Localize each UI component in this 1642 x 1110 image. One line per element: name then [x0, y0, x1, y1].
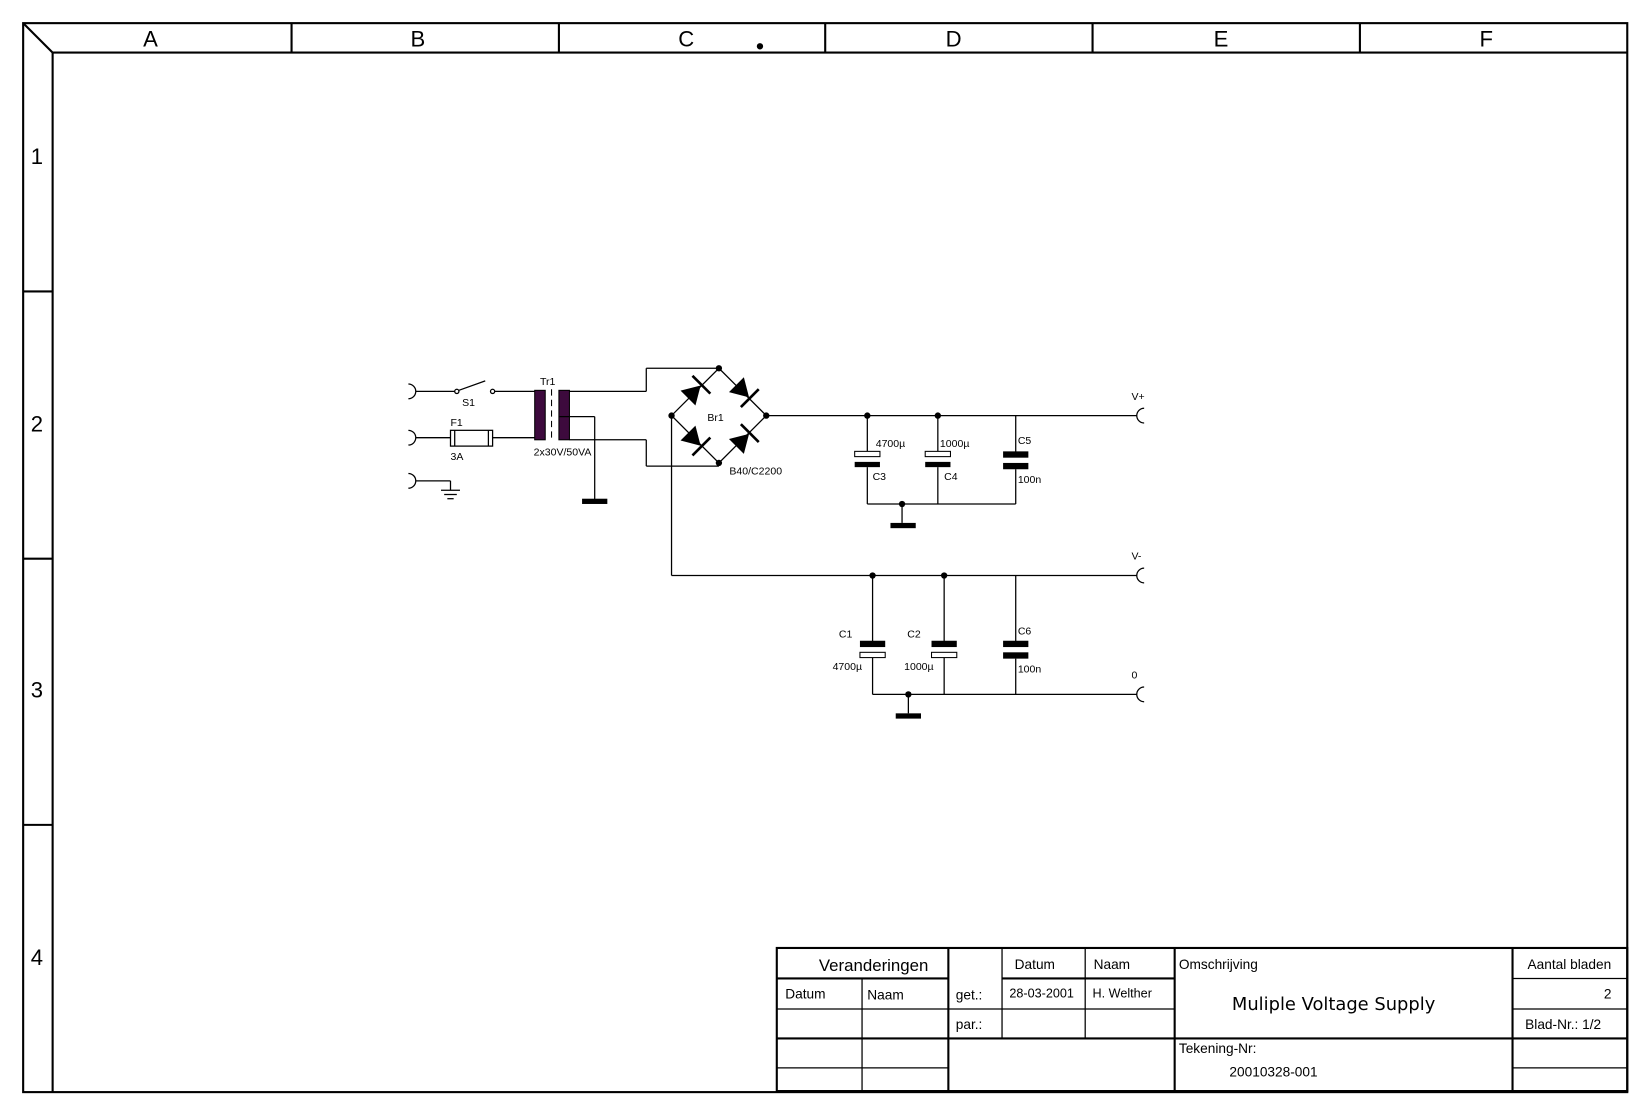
changes-naam-header: Naam	[867, 988, 903, 1003]
switch-ref: S1	[462, 397, 475, 409]
transformer-tr1: Tr1 2x30V/50VA	[534, 367, 719, 504]
ground-icon	[895, 713, 921, 719]
column-label: A	[143, 26, 158, 51]
switch-s1: S1	[454, 380, 535, 409]
drawing-number: 20010328-001	[1229, 1064, 1317, 1079]
drawn-name: H. Welther	[1093, 986, 1152, 1000]
c6-ref: C6	[1018, 625, 1032, 637]
diode-icon	[728, 377, 760, 408]
transformer-ref: Tr1	[540, 376, 556, 388]
connector-icon	[408, 429, 417, 446]
connector-icon	[408, 383, 417, 400]
output-vminus-label: V-	[1132, 551, 1142, 563]
sheet-number: Blad-Nr.: 1/2	[1525, 1017, 1601, 1032]
output-connectors: V+ V- 0	[1132, 391, 1145, 703]
row-labels: 1 2 3 4	[31, 144, 43, 970]
title-block: Veranderingen Datum Naam Datum Naam get.…	[775, 946, 1629, 1093]
earth-ground-icon	[441, 489, 460, 500]
column-label: C	[678, 26, 694, 51]
c3-ref: C3	[873, 471, 887, 483]
drawn-label: get.:	[956, 988, 983, 1003]
drawing-number-label: Tekening-Nr:	[1179, 1041, 1257, 1056]
output-vplus-label: V+	[1132, 391, 1145, 403]
c6-value: 100n	[1018, 663, 1042, 675]
connector-icon	[1136, 686, 1145, 703]
c2-ref: C2	[907, 629, 921, 641]
sheet-count-label: Aantal bladen	[1528, 957, 1612, 972]
fuse-value: 3A	[450, 451, 463, 463]
c4-ref: C4	[944, 471, 958, 483]
row-label: 2	[31, 411, 43, 436]
drawing-title: Muliple Voltage Supply	[1232, 994, 1436, 1015]
ground-icon	[582, 498, 608, 504]
row-label: 3	[31, 678, 43, 703]
row-label: 1	[31, 144, 43, 169]
c5-value: 100n	[1018, 474, 1042, 486]
negative-rail: C1 4700µ C2 1000µ C6 100n	[670, 415, 1137, 719]
naam-header: Naam	[1094, 957, 1130, 972]
changes-datum-header: Datum	[785, 986, 825, 1001]
row-label: 4	[31, 945, 43, 970]
connector-icon	[1136, 407, 1145, 424]
drawn-date: 28-03-2001	[1009, 986, 1074, 1000]
checked-label: par.:	[956, 1017, 983, 1032]
description-label: Omschrijving	[1179, 957, 1258, 972]
diode-icon	[680, 425, 712, 457]
ground-icon	[890, 522, 916, 529]
input-connectors	[408, 383, 460, 500]
bridge-rectifier-br1: Br1 B40/C2200	[668, 365, 782, 478]
c5-ref: C5	[1018, 435, 1032, 447]
transformer-value: 2x30V/50VA	[534, 447, 592, 459]
bridge-ref: Br1	[707, 412, 724, 424]
diode-icon	[680, 374, 712, 406]
column-label: D	[946, 26, 962, 51]
output-zero-label: 0	[1132, 670, 1138, 682]
column-label: E	[1214, 26, 1229, 51]
c4-value: 1000µ	[940, 438, 969, 450]
drawing-frame	[22, 22, 1629, 1094]
diode-icon	[728, 423, 760, 454]
column-label: B	[410, 26, 425, 51]
changes-header: Veranderingen	[819, 956, 929, 975]
c1-value: 4700µ	[833, 661, 862, 673]
column-label: F	[1479, 26, 1493, 51]
connector-icon	[408, 472, 417, 489]
sheet-count: 2	[1604, 986, 1612, 1001]
column-labels: A B C D E F	[143, 26, 1493, 51]
datum-header: Datum	[1015, 957, 1055, 972]
c1-ref: C1	[839, 629, 853, 641]
fuse-f1: F1 3A	[449, 417, 535, 463]
fuse-ref: F1	[450, 417, 462, 429]
c3-value: 4700µ	[876, 438, 905, 450]
connector-icon	[1136, 567, 1145, 584]
positive-rail: 4700µ C3 1000µ C4 C5 100n	[766, 412, 1137, 529]
bridge-value: B40/C2200	[729, 466, 782, 478]
c2-value: 1000µ	[904, 661, 933, 673]
